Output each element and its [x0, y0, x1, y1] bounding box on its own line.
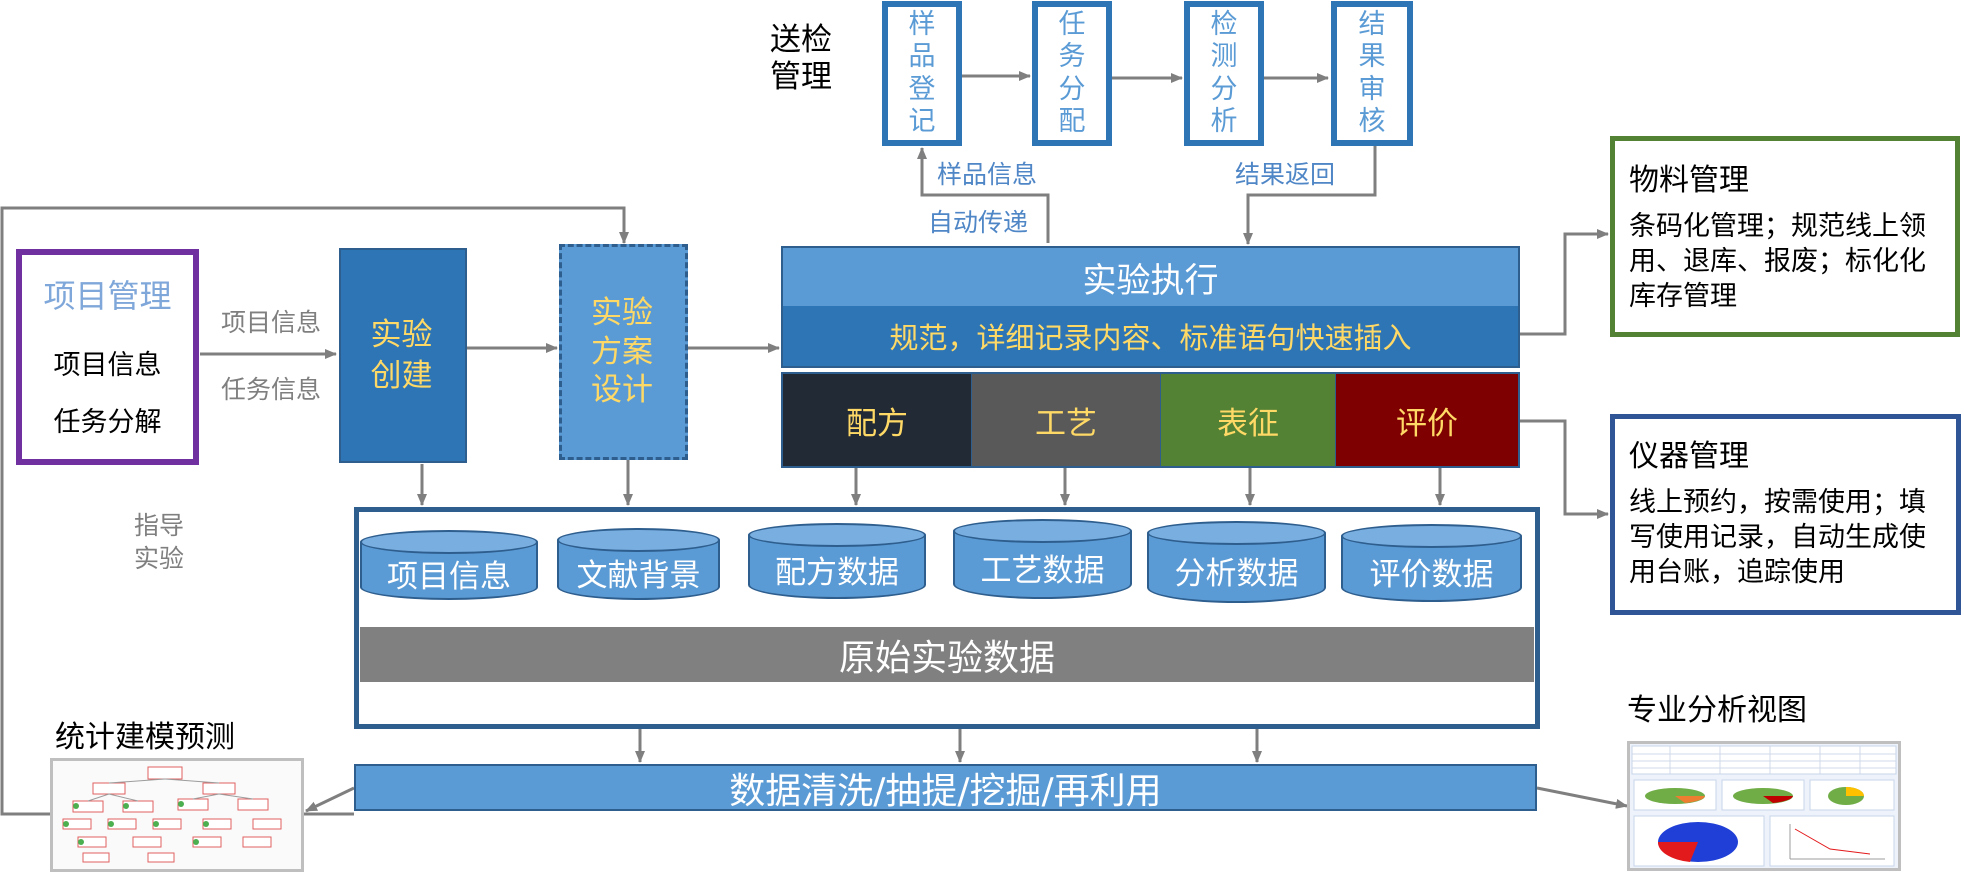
experiment-execution-title: 实验执行: [781, 246, 1520, 306]
instrument-management-body: 线上预约，按需使用；填写使用记录，自动生成使用台账，追踪使用: [1629, 487, 1926, 589]
auto-transfer-label: 自动传递: [928, 208, 1029, 237]
category-process: 工艺: [972, 374, 1161, 466]
experiment-design-box: 实验方案设计: [559, 244, 688, 460]
material-management-title: 物料管理: [1629, 163, 1749, 198]
sample-registration-box: 样品登记: [882, 1, 962, 146]
execution-categories: 配方 工艺 表征 评价: [781, 372, 1520, 468]
analysis-view-title: 专业分析视图: [1627, 693, 1807, 728]
task-assignment-box: 任务分配: [1032, 1, 1112, 146]
project-info-flow-label: 项目信息: [221, 308, 322, 337]
data-processing-band: 数据清洗/抽提/挖掘/再利用: [354, 764, 1537, 812]
material-management-body: 条码化管理；规范线上领用、退库、报废；标化化库存管理: [1629, 211, 1926, 313]
modeling-thumbnail: [50, 758, 304, 872]
category-characterization: 表征: [1161, 374, 1336, 466]
category-evaluation: 评价: [1336, 374, 1518, 466]
store-project-info: 项目信息: [360, 530, 538, 600]
statistical-modeling-title: 统计建模预测: [55, 720, 235, 755]
instrument-management-box: 仪器管理 线上预约，按需使用；填写使用记录，自动生成使用台账，追踪使用: [1610, 414, 1961, 615]
store-analysis-data: 分析数据: [1147, 521, 1326, 603]
store-evaluation-data: 评价数据: [1341, 524, 1522, 602]
store-formula-data: 配方数据: [748, 523, 926, 599]
category-formula: 配方: [783, 374, 972, 466]
task-info-flow-label: 任务信息: [221, 375, 322, 404]
material-management-box: 物料管理 条码化管理；规范线上领用、退库、报废；标化化库存管理: [1610, 136, 1960, 337]
result-return-label: 结果返回: [1235, 160, 1336, 189]
dashboard-image: [1631, 745, 1897, 867]
project-info-item: 项目信息: [53, 350, 162, 381]
store-process-data: 工艺数据: [953, 519, 1132, 599]
project-management-box: 项目管理 项目信息 任务分解: [16, 249, 199, 465]
analysis-view-thumbnail: [1627, 741, 1901, 871]
experiment-create-box: 实验创建: [339, 248, 467, 463]
store-literature: 文献背景: [557, 528, 720, 600]
detection-analysis-box: 检测分析: [1184, 1, 1264, 146]
experiment-execution-subtitle: 规范，详细记录内容、标准语句快速插入: [781, 306, 1520, 368]
guide-experiment-label: 指导实验: [134, 511, 185, 573]
instrument-management-title: 仪器管理: [1629, 439, 1749, 474]
sample-info-label: 样品信息: [937, 160, 1038, 189]
submit-inspection-title: 送检管理: [770, 22, 832, 96]
task-breakdown-item: 任务分解: [53, 407, 162, 438]
raw-data-band: 原始实验数据: [360, 627, 1534, 682]
tree-diagram-image: [62, 766, 282, 863]
project-management-title: 项目管理: [43, 277, 172, 315]
result-review-box: 结果审核: [1331, 1, 1413, 146]
